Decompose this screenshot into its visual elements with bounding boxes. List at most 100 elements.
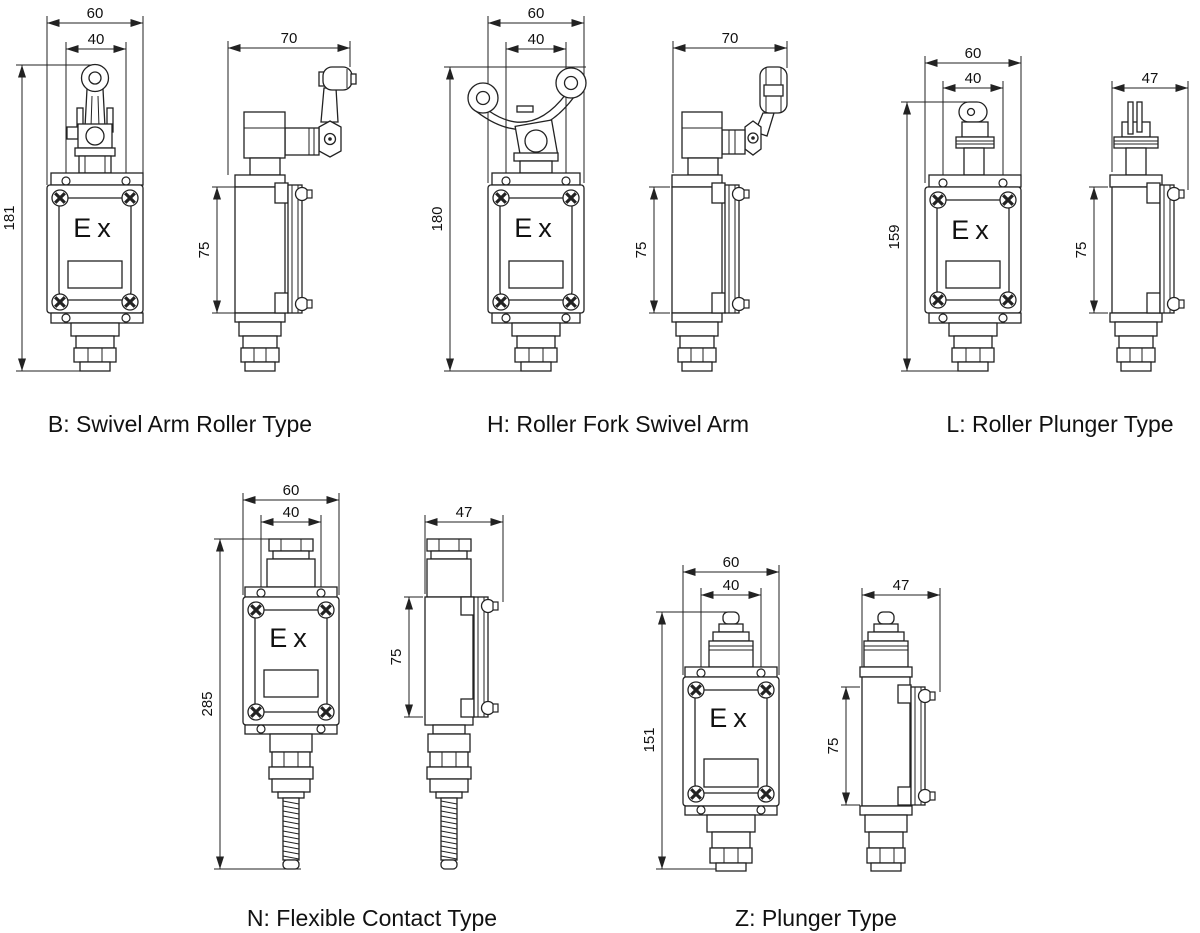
cover-screw-icon [294,296,313,312]
dim-label-height: 159 [886,224,903,249]
dim-label-height: 180 [429,206,446,231]
figure-n-side-view: 47 75 [388,504,504,870]
head-actuator-side [426,538,472,598]
dim-label-side-width: 47 [893,577,910,594]
dim-label-width-inner: 40 [723,577,740,594]
dimension-lines: 47 75 [1073,70,1189,314]
flexible-contact-spring [268,733,314,870]
ex-marking: Ex [73,213,117,243]
dim-label-width-outer: 60 [528,5,545,22]
corner-screw-icon [50,292,70,312]
plunger-actuator-side [863,611,909,668]
dim-label-width-inner: 40 [88,31,105,48]
mount-hole-icon [998,313,1008,323]
corner-screw-icon [316,600,336,620]
mount-hole-icon [256,724,266,734]
flexible-contact-spring-side [426,724,472,870]
mount-hole-icon [316,588,326,598]
cover-screw-icon [1166,296,1185,312]
dim-label-side-width: 47 [1142,70,1159,87]
switch-body: Ex [242,586,340,735]
switch-body: Ex [924,174,1022,324]
dim-label-width-outer: 60 [965,45,982,62]
cable-gland-side [675,321,719,372]
dim-label-width-inner: 40 [528,31,545,48]
switch-body-side [671,174,750,323]
plunger-actuator [708,611,754,668]
cover-plate [473,596,489,718]
mount-hole-icon [938,313,948,323]
corner-screw-icon [246,600,266,620]
caption-plunger: Z: Plunger Type [735,905,897,931]
roller-fork-side [681,66,788,176]
figure-n-front-view: 60 40 285 Ex [199,482,340,870]
figure-z-side-view: 47 75 [825,577,941,872]
dim-label-width-outer: 60 [723,554,740,571]
corner-screw-icon [998,290,1018,310]
switch-body-side [234,174,313,323]
figure-b-front-view: 60 40 181 [1,5,144,372]
cover-screw-icon [917,788,936,804]
figure-z-front-view: 60 40 151 Ex [641,554,780,872]
dim-label-cover-height: 75 [196,242,213,259]
dim-label-height: 181 [1,205,18,230]
corner-screw-icon [928,290,948,310]
mount-hole-icon [998,178,1008,188]
dimension-lines: 47 75 [388,504,504,718]
dim-label-height: 151 [641,727,658,752]
figure-l-side-view: 47 75 [1073,70,1189,372]
corner-screw-icon [998,190,1018,210]
switch-body-side [1109,174,1185,323]
dimension-lines: 60 40 151 [641,554,780,870]
figure-b-drawing: 60 40 181 [1,5,357,372]
mount-hole-icon [938,178,948,188]
dim-label-width-inner: 40 [965,70,982,87]
cover-plate [724,184,740,314]
corner-screw-icon [928,190,948,210]
cover-plate [287,184,303,314]
ex-marking: Ex [709,703,753,733]
switch-body: Ex [46,172,144,324]
roller-fork-actuator [467,67,587,174]
dimension-lines: 60 40 181 [1,5,144,372]
mount-hole-icon [121,176,131,186]
dim-label-side-width: 70 [281,30,298,47]
mount-hole-icon [561,176,571,186]
cover-screw-icon [480,598,499,614]
figure-h-front-view: 60 40 180 [429,5,587,372]
corner-screw-icon [120,292,140,312]
cover-screw-icon [1166,186,1185,202]
mount-hole-icon [501,176,511,186]
nameplate-window [263,669,319,698]
mount-hole-icon [256,588,266,598]
cable-gland [706,814,756,872]
dim-label-cover-height: 75 [825,738,842,755]
corner-screw-icon [491,292,511,312]
caption-roller-plunger: L: Roller Plunger Type [946,411,1174,437]
mount-hole-icon [756,668,766,678]
corner-screw-icon [120,188,140,208]
cover-screw-icon [480,700,499,716]
figure-l-front-view: 60 40 159 Ex [886,45,1022,372]
cover-plate [1159,184,1175,314]
dimension-lines: 47 75 [825,577,941,806]
dimension-lines: 60 40 159 [886,45,1022,372]
mount-hole-icon [121,313,131,323]
mount-hole-icon [696,668,706,678]
cable-gland [511,322,561,372]
cable-gland [948,322,998,372]
caption-flexible-contact: N: Flexible Contact Type [246,905,498,931]
figure-n-drawing: 60 40 285 Ex [199,482,504,870]
dim-label-width-inner: 40 [283,504,300,521]
corner-screw-icon [756,680,776,700]
dimension-lines: 70 75 [196,30,351,314]
mount-hole-icon [316,724,326,734]
nameplate-window [945,260,1001,289]
caption-swivel-arm-roller: B: Swivel Arm Roller Type [47,411,313,437]
nameplate-window [508,260,564,289]
switch-body-side [859,666,936,816]
dim-label-width-outer: 60 [87,5,104,22]
dimension-lines: 70 75 [633,30,788,314]
mount-hole-icon [756,805,766,815]
